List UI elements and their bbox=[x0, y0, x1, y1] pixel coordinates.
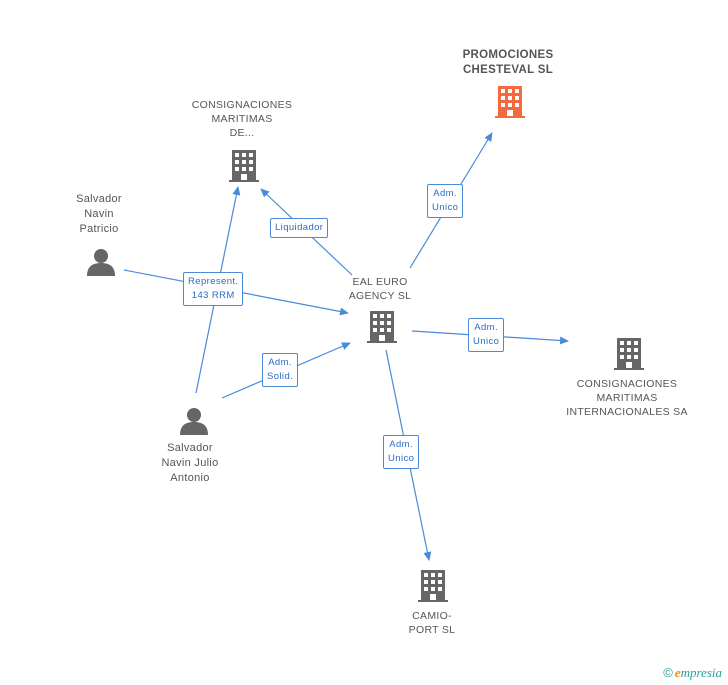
node-label-eal-euro[interactable]: EAL EURO AGENCY SL bbox=[348, 276, 412, 302]
edge-label-adm-unico-camio: Adm. Unico bbox=[383, 435, 420, 469]
edge-label-liquidador: Liquidador bbox=[270, 218, 329, 238]
node-label-consignaciones-int[interactable]: CONSIGNACIONES MARITIMAS INTERNACIONALES… bbox=[566, 378, 688, 418]
node-label-salvador-patricio[interactable]: Salvador Navin Patricio bbox=[76, 193, 122, 235]
building-icon-camio-port[interactable] bbox=[418, 570, 448, 602]
building-icon-eal-euro[interactable] bbox=[367, 311, 397, 343]
edge-label-adm-solid: Adm. Solid. bbox=[262, 353, 299, 387]
node-label-salvador-julio[interactable]: Salvador Navin Julio Antonio bbox=[161, 442, 219, 484]
node-label-promociones[interactable]: PROMOCIONES CHESTEVAL SL bbox=[462, 49, 554, 76]
edge-label-adm-unico-promociones: Adm. Unico bbox=[427, 184, 464, 218]
empresia-logo: ©empresia bbox=[663, 665, 722, 681]
brand-e: e bbox=[674, 665, 681, 680]
copyright-symbol: © bbox=[663, 665, 673, 680]
person-icon-salvador-julio[interactable] bbox=[180, 408, 208, 435]
edge-label-represent: Represent. 143 RRM bbox=[183, 272, 244, 306]
node-label-consignaciones-de[interactable]: CONSIGNACIONES MARITIMAS DE... bbox=[191, 99, 293, 139]
building-icon-consignaciones-de[interactable] bbox=[229, 150, 259, 182]
brand-rest: mpresia bbox=[680, 665, 722, 680]
building-icon-promociones[interactable] bbox=[495, 86, 525, 118]
person-icon-salvador-patricio[interactable] bbox=[87, 249, 115, 276]
edge-label-adm-unico-internacionales: Adm. Unico bbox=[468, 318, 505, 352]
node-label-camio-port[interactable]: CAMIO- PORT SL bbox=[408, 610, 456, 636]
building-icon-consignaciones-int[interactable] bbox=[614, 338, 644, 370]
